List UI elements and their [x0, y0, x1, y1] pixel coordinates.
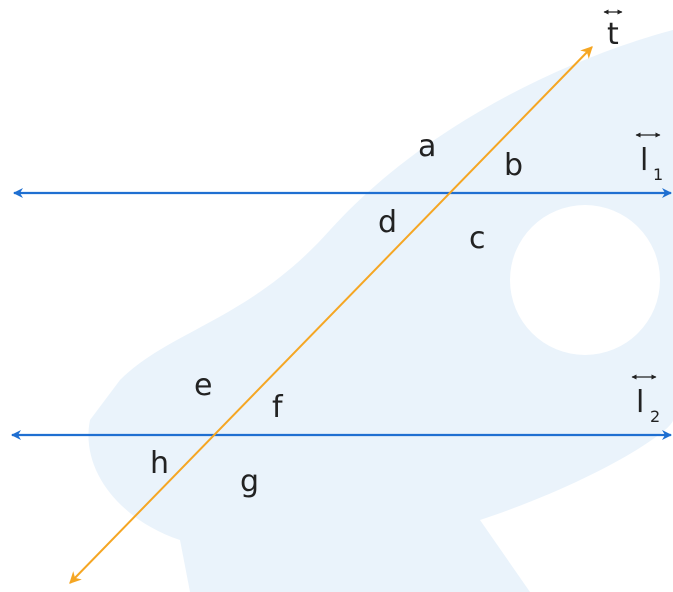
- angle-label-d: d: [378, 205, 397, 240]
- angle-label-f: f: [272, 390, 284, 425]
- label-l2-text: l: [636, 385, 644, 420]
- label-l1-text: l: [640, 143, 648, 178]
- angle-label-g: g: [240, 464, 259, 499]
- angle-label-a: a: [418, 129, 436, 164]
- label-l2-subscript: 2: [650, 407, 660, 426]
- label-t-text: t: [607, 17, 619, 52]
- label-l2: l 2: [631, 374, 660, 426]
- angle-label-b: b: [504, 148, 523, 183]
- angle-label-e: e: [194, 368, 212, 403]
- label-t: t: [603, 9, 623, 52]
- angle-label-h: h: [150, 446, 169, 481]
- label-l1: l 1: [635, 132, 663, 184]
- watermark-logo: [88, 30, 673, 592]
- angle-label-c: c: [469, 221, 486, 256]
- transversal-line-t: [69, 46, 593, 584]
- label-l1-subscript: 1: [653, 165, 663, 184]
